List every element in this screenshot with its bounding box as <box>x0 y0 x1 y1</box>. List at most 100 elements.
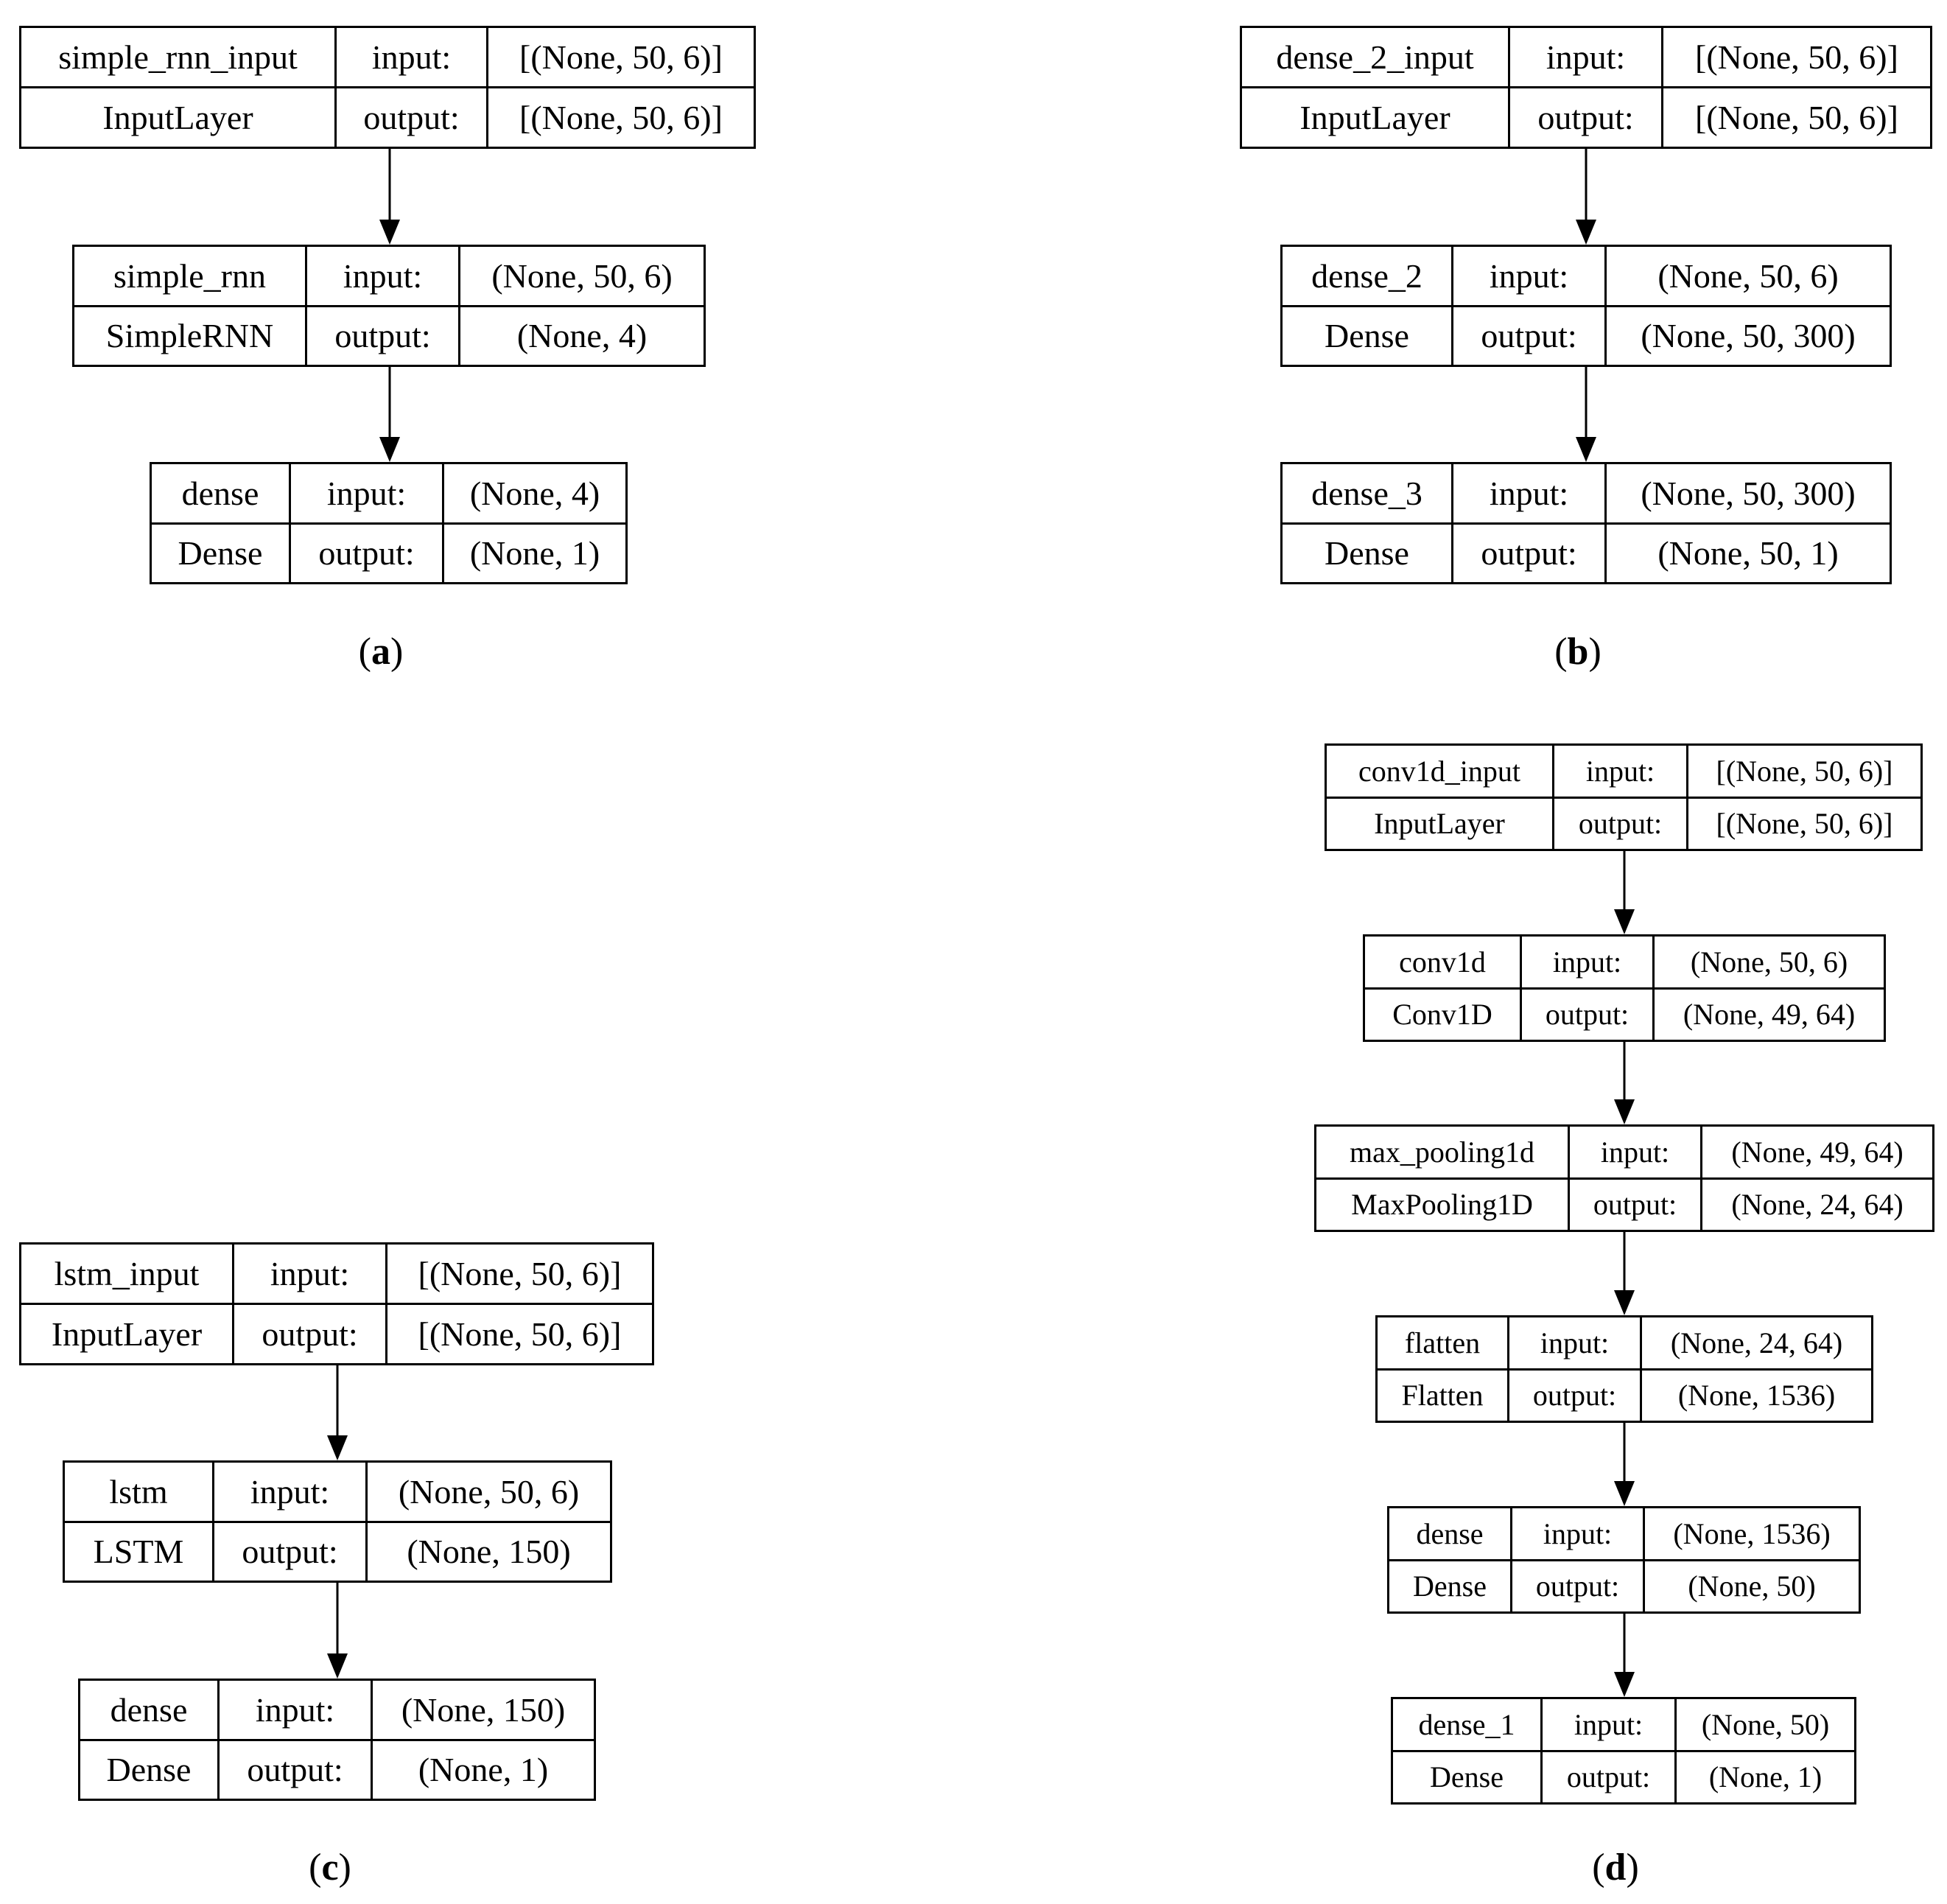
output-shape: (None, 150) <box>365 1522 610 1581</box>
output-label: output: <box>212 1522 365 1581</box>
layer-type: Conv1D <box>1392 998 1492 1032</box>
layer-node-dense-2: dense_2 input: (None, 50, 6) Dense outpu… <box>1280 245 1892 367</box>
layer-node-max-pooling1d: max_pooling1d input: (None, 49, 64) MaxP… <box>1314 1124 1934 1232</box>
layer-node-dense: dense input: (None, 150) Dense output: (… <box>78 1679 596 1801</box>
flow-arrow <box>379 367 400 462</box>
input-label: input: <box>1568 1127 1700 1177</box>
input-shape: (None, 50) <box>1674 1699 1854 1750</box>
input-label: input: <box>1451 247 1604 305</box>
output-label: output: <box>1451 524 1604 582</box>
layer-name: dense <box>1416 1516 1484 1550</box>
arrow-head <box>1614 1672 1635 1697</box>
output-shape: (None, 49, 64) <box>1652 989 1884 1040</box>
input-label: input: <box>217 1681 371 1739</box>
layer-type: Dense <box>106 1751 192 1789</box>
output-shape: (None, 24, 64) <box>1700 1179 1932 1230</box>
layer-name: lstm_input <box>54 1255 200 1292</box>
flow-arrow <box>327 1583 348 1679</box>
output-label: output: <box>1552 798 1686 849</box>
layer-type: Dense <box>1430 1760 1504 1794</box>
layer-type: InputLayer <box>1374 807 1505 841</box>
arrow-head <box>1614 909 1635 934</box>
input-label: input: <box>1508 28 1661 86</box>
layer-node-conv1d: conv1d input: (None, 50, 6) Conv1D outpu… <box>1363 934 1886 1042</box>
input-label: input: <box>1520 937 1652 987</box>
input-shape: (None, 4) <box>442 464 625 522</box>
layer-type: InputLayer <box>102 99 253 136</box>
input-label: input: <box>1552 746 1686 797</box>
layer-type: Dense <box>1325 534 1409 573</box>
panel-caption-a: (a) <box>358 631 404 673</box>
layer-type: InputLayer <box>51 1315 203 1353</box>
output-label: output: <box>1520 989 1652 1040</box>
layer-name: lstm <box>109 1472 168 1511</box>
flow-arrow <box>1614 1232 1635 1315</box>
input-shape: [(None, 50, 6)] <box>385 1245 652 1303</box>
layer-name: max_pooling1d <box>1349 1135 1535 1169</box>
output-shape: (None, 50, 300) <box>1604 307 1890 365</box>
output-label: output: <box>1510 1561 1643 1611</box>
layer-type: Dense <box>178 534 263 573</box>
layer-node-simple-rnn-input: simple_rnn_input input: [(None, 50, 6)] … <box>19 26 756 149</box>
output-shape: [(None, 50, 6)] <box>385 1305 652 1363</box>
flow-arrow <box>1576 367 1596 462</box>
output-label: output: <box>1568 1179 1700 1230</box>
arrow-head <box>1614 1290 1635 1315</box>
flow-arrow <box>1614 1042 1635 1124</box>
output-label: output: <box>232 1305 385 1363</box>
flow-arrow <box>1614 1423 1635 1506</box>
flow-arrow <box>1614 851 1635 934</box>
panel-caption-d: (d) <box>1592 1847 1639 1889</box>
flow-arrow <box>1614 1614 1635 1697</box>
layer-name: dense <box>181 474 259 512</box>
layer-node-dense: dense input: (None, 4) Dense output: (No… <box>150 462 628 584</box>
input-shape: (None, 50, 6) <box>1652 937 1884 987</box>
arrow-head <box>379 220 400 245</box>
layer-node-lstm: lstm input: (None, 50, 6) LSTM output: (… <box>63 1460 612 1583</box>
output-label: output: <box>217 1740 371 1799</box>
output-shape: (None, 50) <box>1643 1561 1859 1611</box>
input-label: input: <box>305 247 458 305</box>
input-shape: (None, 50, 6) <box>1604 247 1890 305</box>
layer-name: dense_2_input <box>1276 38 1474 76</box>
flow-arrow <box>379 149 400 245</box>
output-label: output: <box>305 307 458 365</box>
layer-type: LSTM <box>93 1533 184 1571</box>
arrow-head <box>1576 220 1596 245</box>
input-shape: (None, 1536) <box>1643 1508 1859 1559</box>
layer-node-flatten: flatten input: (None, 24, 64) Flatten ou… <box>1375 1315 1873 1423</box>
layer-name: conv1d <box>1399 945 1486 979</box>
flow-arrow <box>327 1365 348 1460</box>
layer-type: MaxPooling1D <box>1351 1188 1533 1222</box>
layer-node-dense-1: dense_1 input: (None, 50) Dense output: … <box>1391 1697 1856 1805</box>
input-shape: [(None, 50, 6)] <box>486 28 754 86</box>
input-label: input: <box>232 1245 385 1303</box>
layer-type: Dense <box>1325 317 1409 355</box>
input-label: input: <box>1451 464 1604 522</box>
layer-node-dense-3: dense_3 input: (None, 50, 300) Dense out… <box>1280 462 1892 584</box>
arrow-head <box>1614 1481 1635 1506</box>
input-shape: (None, 49, 64) <box>1700 1127 1932 1177</box>
layer-name: dense_1 <box>1418 1707 1515 1741</box>
layer-node-lstm-input: lstm_input input: [(None, 50, 6)] InputL… <box>19 1242 654 1365</box>
layer-node-dense: dense input: (None, 1536) Dense output: … <box>1387 1506 1861 1614</box>
layer-node-conv1d-input: conv1d_input input: [(None, 50, 6)] Inpu… <box>1325 743 1923 851</box>
output-shape: (None, 50, 1) <box>1604 524 1890 582</box>
arrow-head <box>327 1435 348 1460</box>
layer-node-dense-2-input: dense_2_input input: [(None, 50, 6)] Inp… <box>1240 26 1932 149</box>
layer-name: dense <box>110 1690 188 1729</box>
layer-type: SimpleRNN <box>105 317 274 355</box>
layer-name: flatten <box>1404 1326 1481 1359</box>
output-label: output: <box>334 88 486 147</box>
input-label: input: <box>289 464 442 522</box>
output-label: output: <box>289 524 442 582</box>
layer-name: dense_3 <box>1311 474 1422 512</box>
input-label: input: <box>334 28 486 86</box>
layer-name: conv1d_input <box>1358 754 1520 788</box>
input-shape: (None, 50, 6) <box>365 1463 610 1521</box>
arrow-head <box>1576 437 1596 462</box>
output-label: output: <box>1540 1751 1674 1802</box>
output-shape: [(None, 50, 6)] <box>1686 798 1920 849</box>
layer-name: simple_rnn_input <box>58 38 298 76</box>
output-label: output: <box>1507 1370 1640 1421</box>
